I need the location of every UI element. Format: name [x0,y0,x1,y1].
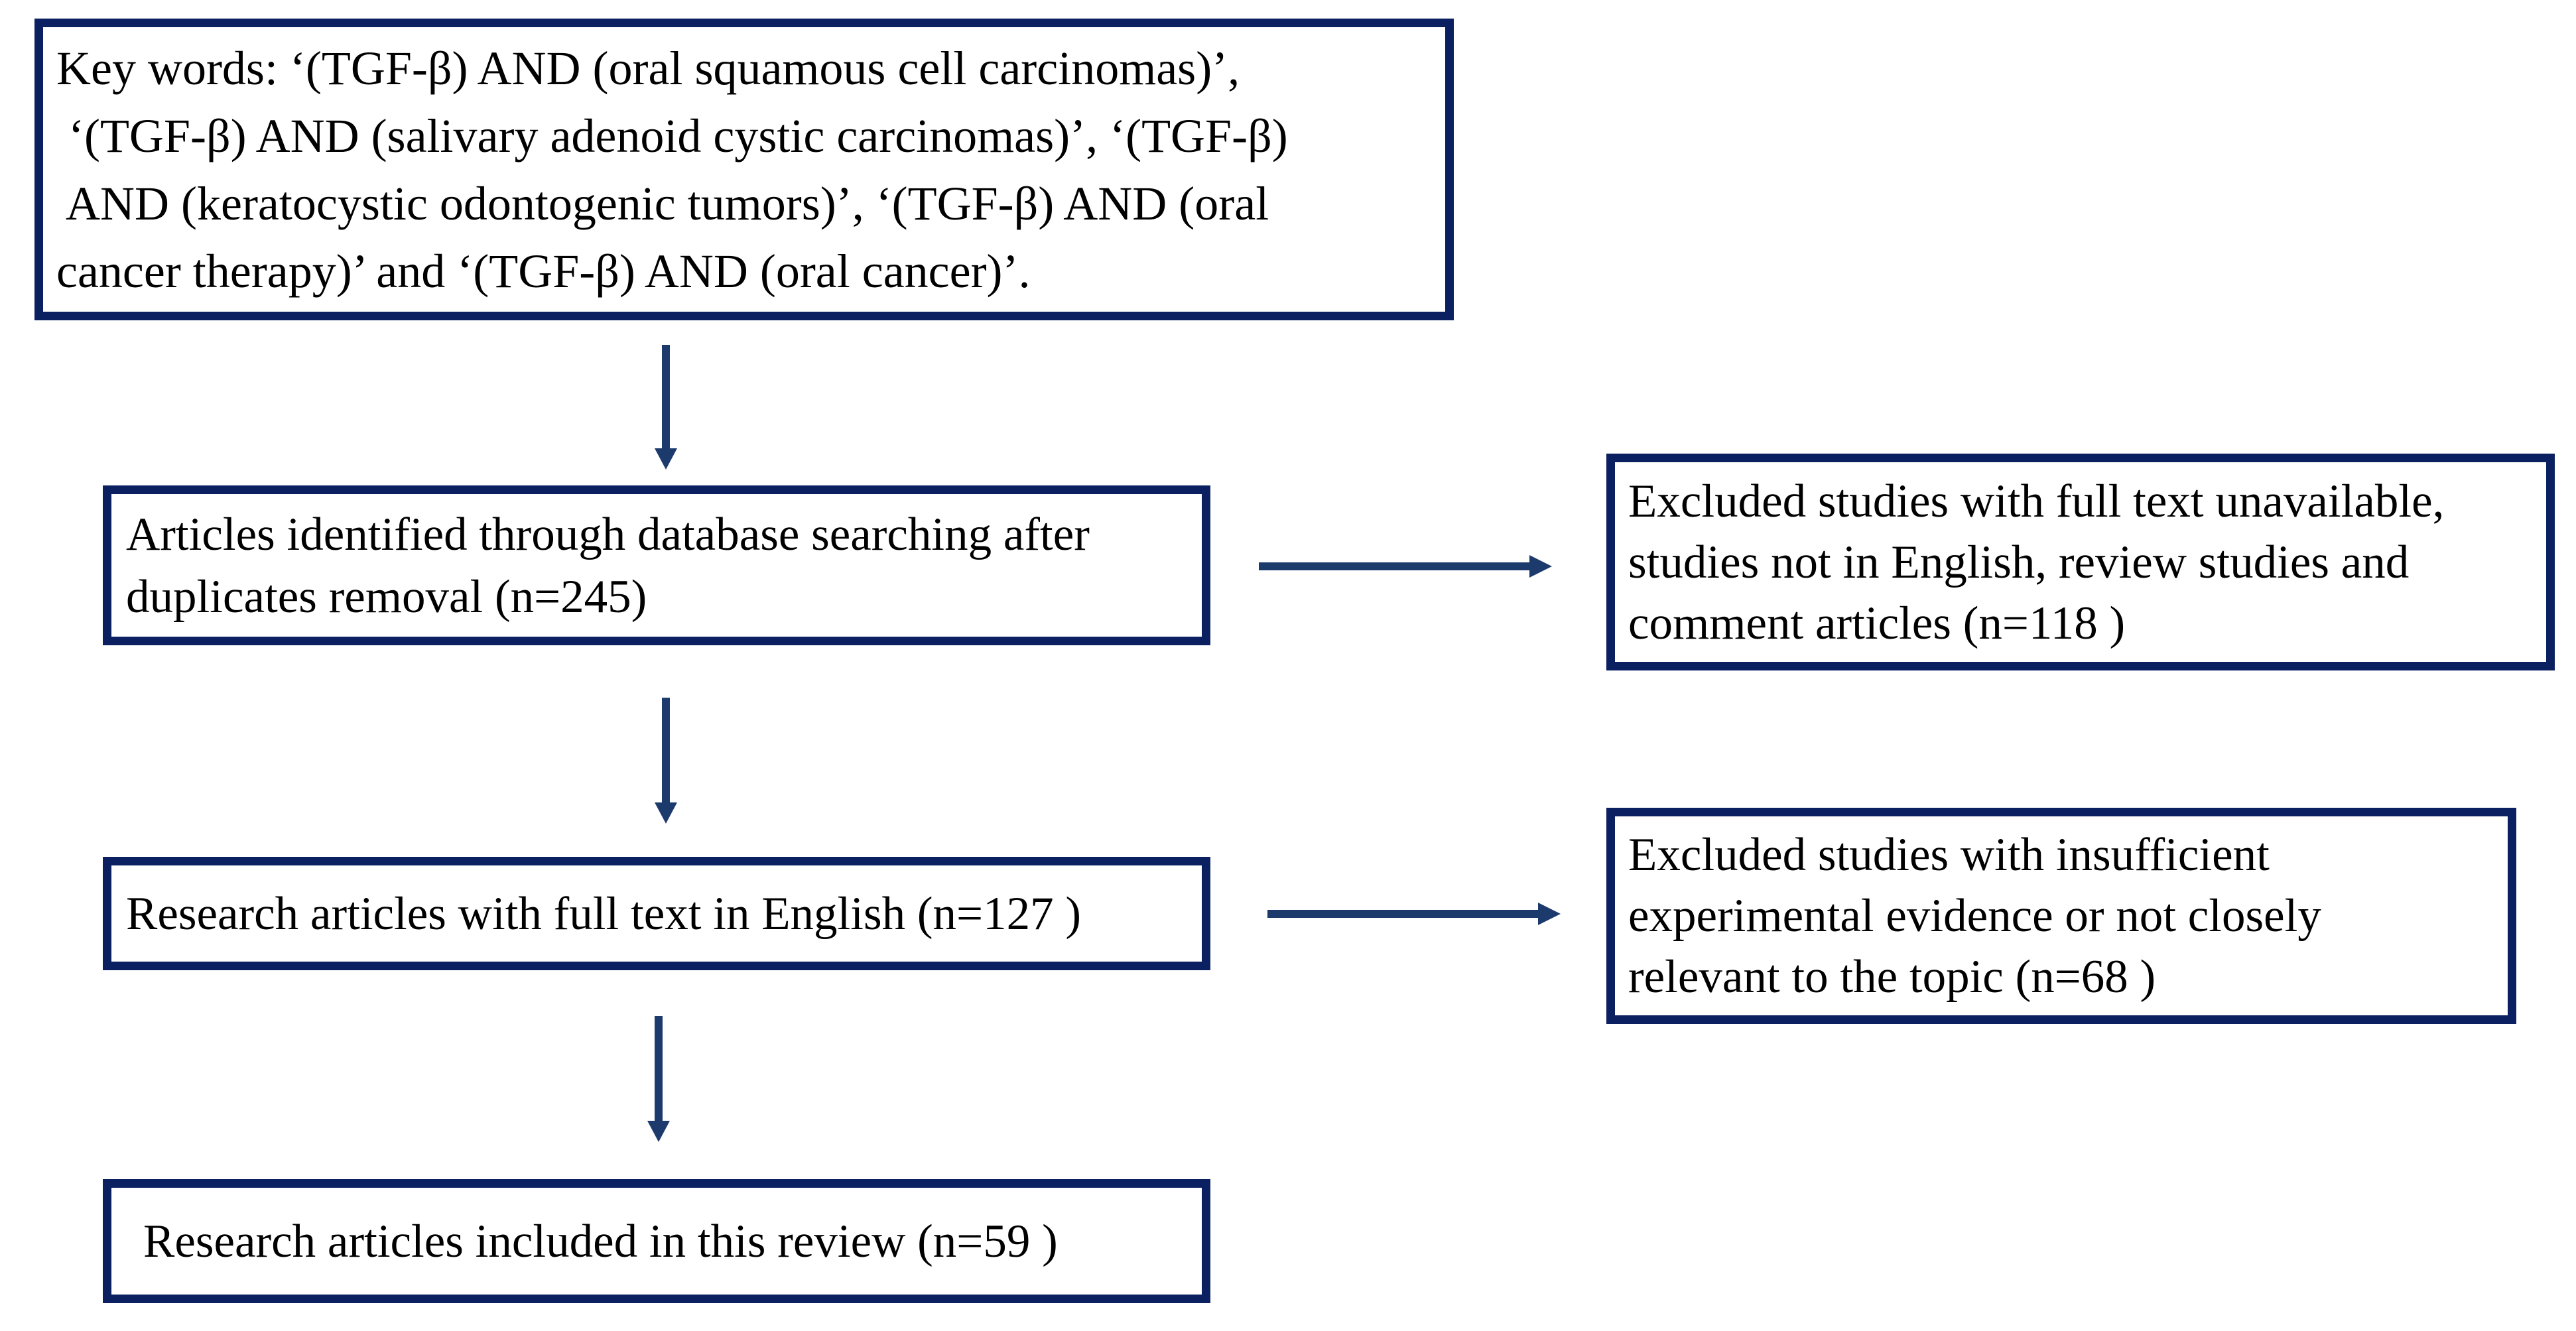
identified-articles-box-text: Articles identified through database sea… [126,508,1090,623]
arrow-head [655,448,677,470]
arrow-head [647,1121,670,1142]
arrow-line [1259,562,1531,570]
included-articles-box-text: Research articles included in this revie… [143,1215,1058,1267]
arrow-line [655,1016,663,1122]
arrow-head [655,802,677,824]
arrow-line [662,345,670,450]
arrow-line [1267,910,1539,918]
keywords-box-text: Key words: ‘(TGF-β) AND (oral squamous c… [56,41,1288,298]
excluded-relevance-box-text: Excluded studies with insufficient exper… [1628,829,2321,1003]
english-fulltext-box: Research articles with full text in Engl… [103,857,1210,970]
keywords-box: Key words: ‘(TGF-β) AND (oral squamous c… [34,19,1454,320]
excluded-fulltext-box: Excluded studies with full text unavaila… [1606,454,2555,670]
english-fulltext-box-text: Research articles with full text in Engl… [126,887,1081,940]
arrow-line [662,698,670,804]
arrow-head [1529,555,1552,578]
identified-articles-box: Articles identified through database sea… [103,485,1210,645]
included-articles-box: Research articles included in this revie… [103,1179,1210,1303]
arrow-head [1538,903,1561,925]
excluded-relevance-box: Excluded studies with insufficient exper… [1606,808,2516,1024]
excluded-fulltext-box-text: Excluded studies with full text unavaila… [1628,475,2445,649]
